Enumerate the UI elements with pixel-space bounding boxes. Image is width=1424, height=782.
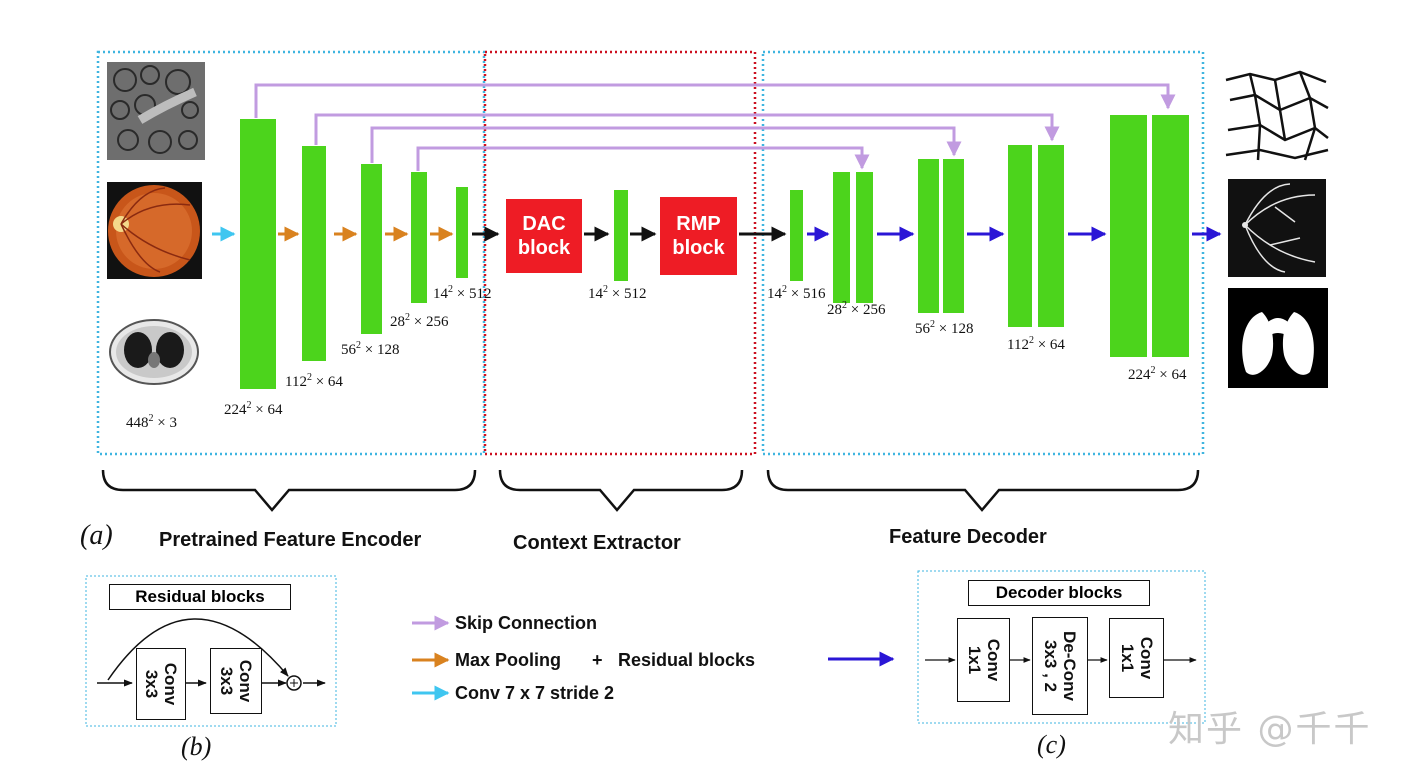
input-image-lung-ct: [107, 300, 202, 395]
residual-box-title: Residual blocks: [109, 584, 291, 610]
dim-label-e5: 142 × 512: [433, 284, 492, 302]
encoder-feature-map-3: [361, 164, 382, 334]
panel-label-a: (a): [80, 520, 113, 551]
context-brace: [498, 469, 744, 512]
output-mask-lung: [1228, 288, 1328, 388]
legend-residual-label: Residual blocks: [618, 650, 756, 670]
skip-connection-4: [416, 146, 870, 171]
dim-label-e1: 2242 × 64: [224, 400, 283, 418]
residual-skip-arc: [107, 618, 289, 681]
dim-label-e2: 1122 × 64: [285, 372, 343, 390]
decoder-brace: [766, 469, 1200, 512]
decoder-border: [761, 50, 1205, 456]
decoder-box-title: Decoder blocks: [968, 580, 1150, 606]
panel-label-b: (b): [181, 732, 212, 761]
decoder-panel-border: [917, 570, 1206, 724]
dim-label-input: 4482 × 3: [126, 413, 177, 431]
residual-panel-border: [85, 575, 337, 727]
output-mask-em: [1222, 70, 1330, 165]
skip-connection-2: [314, 113, 1060, 145]
decoder-feature-map-1b: [856, 172, 873, 303]
decoder-title: Feature Decoder: [889, 526, 1047, 548]
dim-label-e4: 282 × 256: [390, 312, 449, 330]
input-image-retina: [107, 182, 202, 279]
input-image-em: [107, 62, 205, 160]
skip-connection-1: [254, 83, 1176, 118]
dim-label-d1: 282 × 256: [827, 300, 886, 318]
encoder-title: Pretrained Feature Encoder: [159, 529, 422, 551]
dim-label-d2: 562 × 128: [915, 319, 974, 337]
dac-block: DAC block: [506, 199, 582, 273]
context-border: [483, 50, 757, 456]
decoder-feature-map-3b: [1038, 145, 1064, 327]
decoder-feature-map-2a: [918, 159, 939, 313]
legend-conv-label: Conv 7 x 7 stride 2: [455, 683, 615, 703]
encoder-feature-map-5: [456, 187, 468, 278]
rmp-block-label-2: block: [672, 237, 725, 259]
decoder-feature-map-3a: [1008, 145, 1032, 327]
encoder-feature-map-2: [302, 146, 326, 361]
panel-label-c: (c): [1037, 730, 1066, 759]
dim-label-context: 142 × 512: [588, 284, 647, 302]
rmp-block-label-1: RMP: [676, 213, 721, 235]
decoder-feature-map-2b: [943, 159, 964, 313]
encoder-feature-map-1: [240, 119, 276, 389]
encoder-feature-map-4: [411, 172, 427, 303]
skip-connection-3: [370, 126, 962, 163]
encoder-brace: [101, 469, 477, 512]
dim-label-d0: 142 × 516: [767, 284, 826, 302]
decoder-feature-map-1a: [833, 172, 850, 303]
context-title: Context Extractor: [513, 532, 681, 554]
decoder-feature-map-4a: [1110, 115, 1147, 357]
context-feature-map: [614, 190, 628, 281]
legend-skip-label: Skip Connection: [455, 613, 598, 633]
legend-plus-label: +: [592, 650, 603, 670]
encoder-border: [96, 50, 486, 456]
rmp-block: RMP block: [660, 197, 737, 275]
dim-label-d3: 1122 × 64: [1007, 335, 1065, 353]
dac-block-label-2: block: [517, 237, 571, 259]
output-mask-vessels: [1228, 179, 1326, 277]
watermark: 知乎 @千千: [1168, 709, 1372, 750]
dac-block-label-1: DAC: [522, 213, 566, 235]
decoder-feature-map-0: [790, 190, 803, 281]
legend-maxpool-label: Max Pooling: [455, 650, 562, 670]
dim-label-d4: 2242 × 64: [1128, 365, 1187, 383]
decoder-feature-map-4b: [1152, 115, 1189, 357]
dim-label-e3: 562 × 128: [341, 340, 400, 358]
